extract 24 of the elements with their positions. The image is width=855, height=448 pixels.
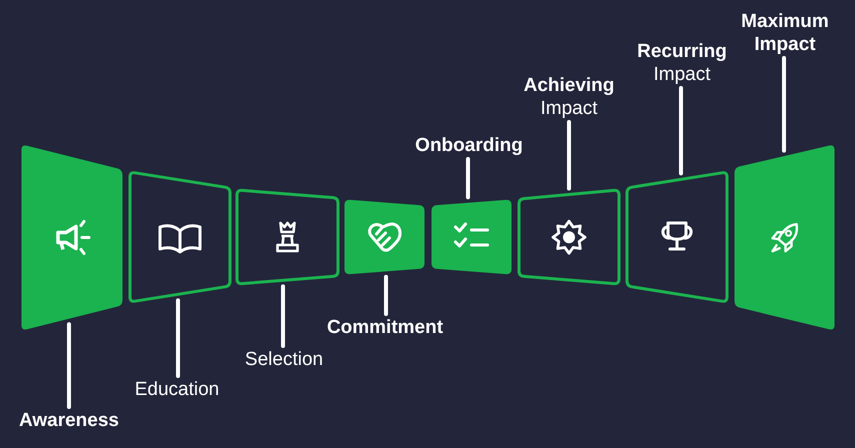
stage-label: Education (134, 378, 220, 401)
outlined-stage-panel (626, 171, 728, 303)
stage-label: Achieving Impact (514, 74, 624, 120)
connector-line (782, 56, 786, 153)
stage-label: Commitment (326, 316, 444, 339)
connector-line (384, 274, 388, 316)
connector-line (176, 298, 180, 378)
outlined-stage-panel (236, 188, 340, 286)
stage-panel (734, 145, 834, 330)
stage-label: Maximum Impact (735, 10, 835, 56)
stage-panel (344, 200, 424, 274)
stage-label: Recurring Impact (632, 40, 732, 86)
stage-label: Onboarding (415, 134, 523, 157)
connector-line (466, 157, 470, 200)
outlined-stage-panel (128, 171, 232, 303)
connector-line (67, 322, 71, 409)
stage-panel (432, 200, 512, 274)
outlined-stage-panel (518, 188, 620, 286)
stage-panel (22, 145, 122, 330)
stage-label: Selection (244, 348, 324, 371)
stage-label: Awareness (19, 409, 119, 432)
connector-line (567, 120, 571, 190)
connector-line (281, 284, 285, 348)
connector-line (679, 86, 683, 176)
